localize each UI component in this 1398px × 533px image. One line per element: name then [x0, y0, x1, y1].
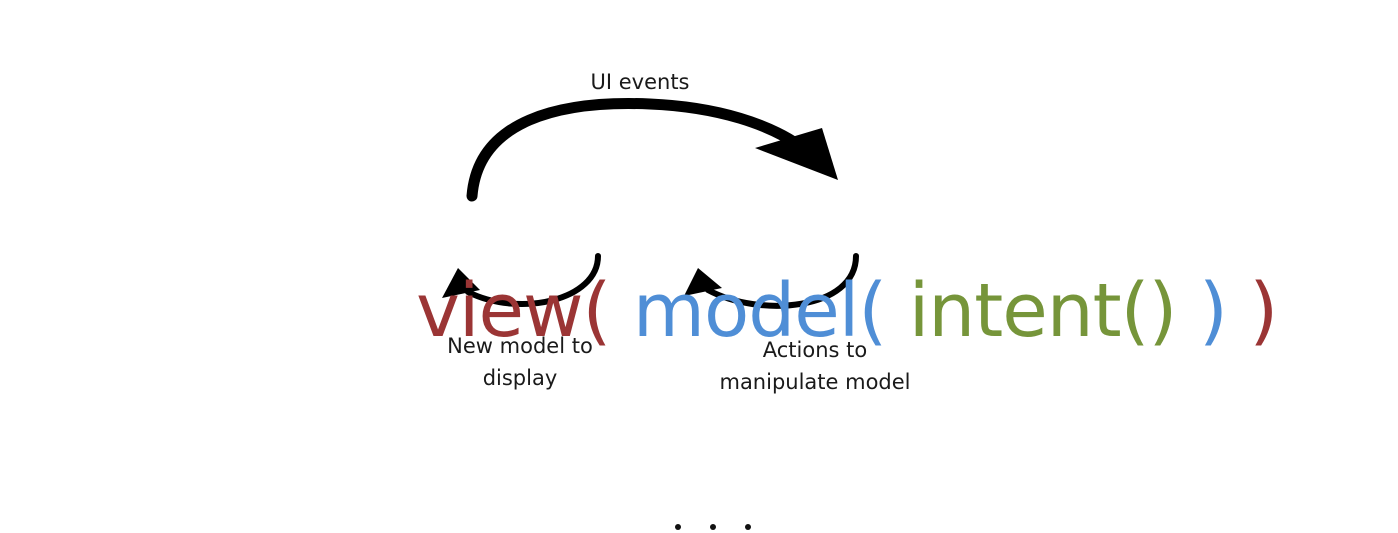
ellipsis-dot [675, 524, 681, 530]
new-model-label: New model to display [420, 330, 620, 394]
new-model-label-line1: New model to [447, 334, 593, 358]
new-model-arrow [442, 253, 601, 307]
token-view-close: ) [1249, 268, 1278, 354]
ellipsis-dot [710, 524, 716, 530]
token-model: model( [632, 268, 887, 354]
ui-events-label: UI events [590, 70, 690, 94]
token-space [1227, 268, 1250, 354]
actions-label-line2: manipulate model [719, 370, 911, 394]
actions-label-line1: Actions to [762, 338, 868, 362]
ui-events-arrow [466, 98, 838, 202]
token-space [1176, 268, 1199, 354]
token-view: view( [416, 268, 611, 354]
actions-arrow [684, 253, 859, 309]
token-intent: intent() [908, 268, 1178, 354]
ellipsis-dot [745, 524, 751, 530]
formula: view( model( intent() ) ) [326, 176, 1278, 446]
token-model-close: ) [1198, 268, 1228, 354]
actions-label: Actions to manipulate model [695, 334, 935, 398]
new-model-label-line2: display [482, 366, 558, 390]
